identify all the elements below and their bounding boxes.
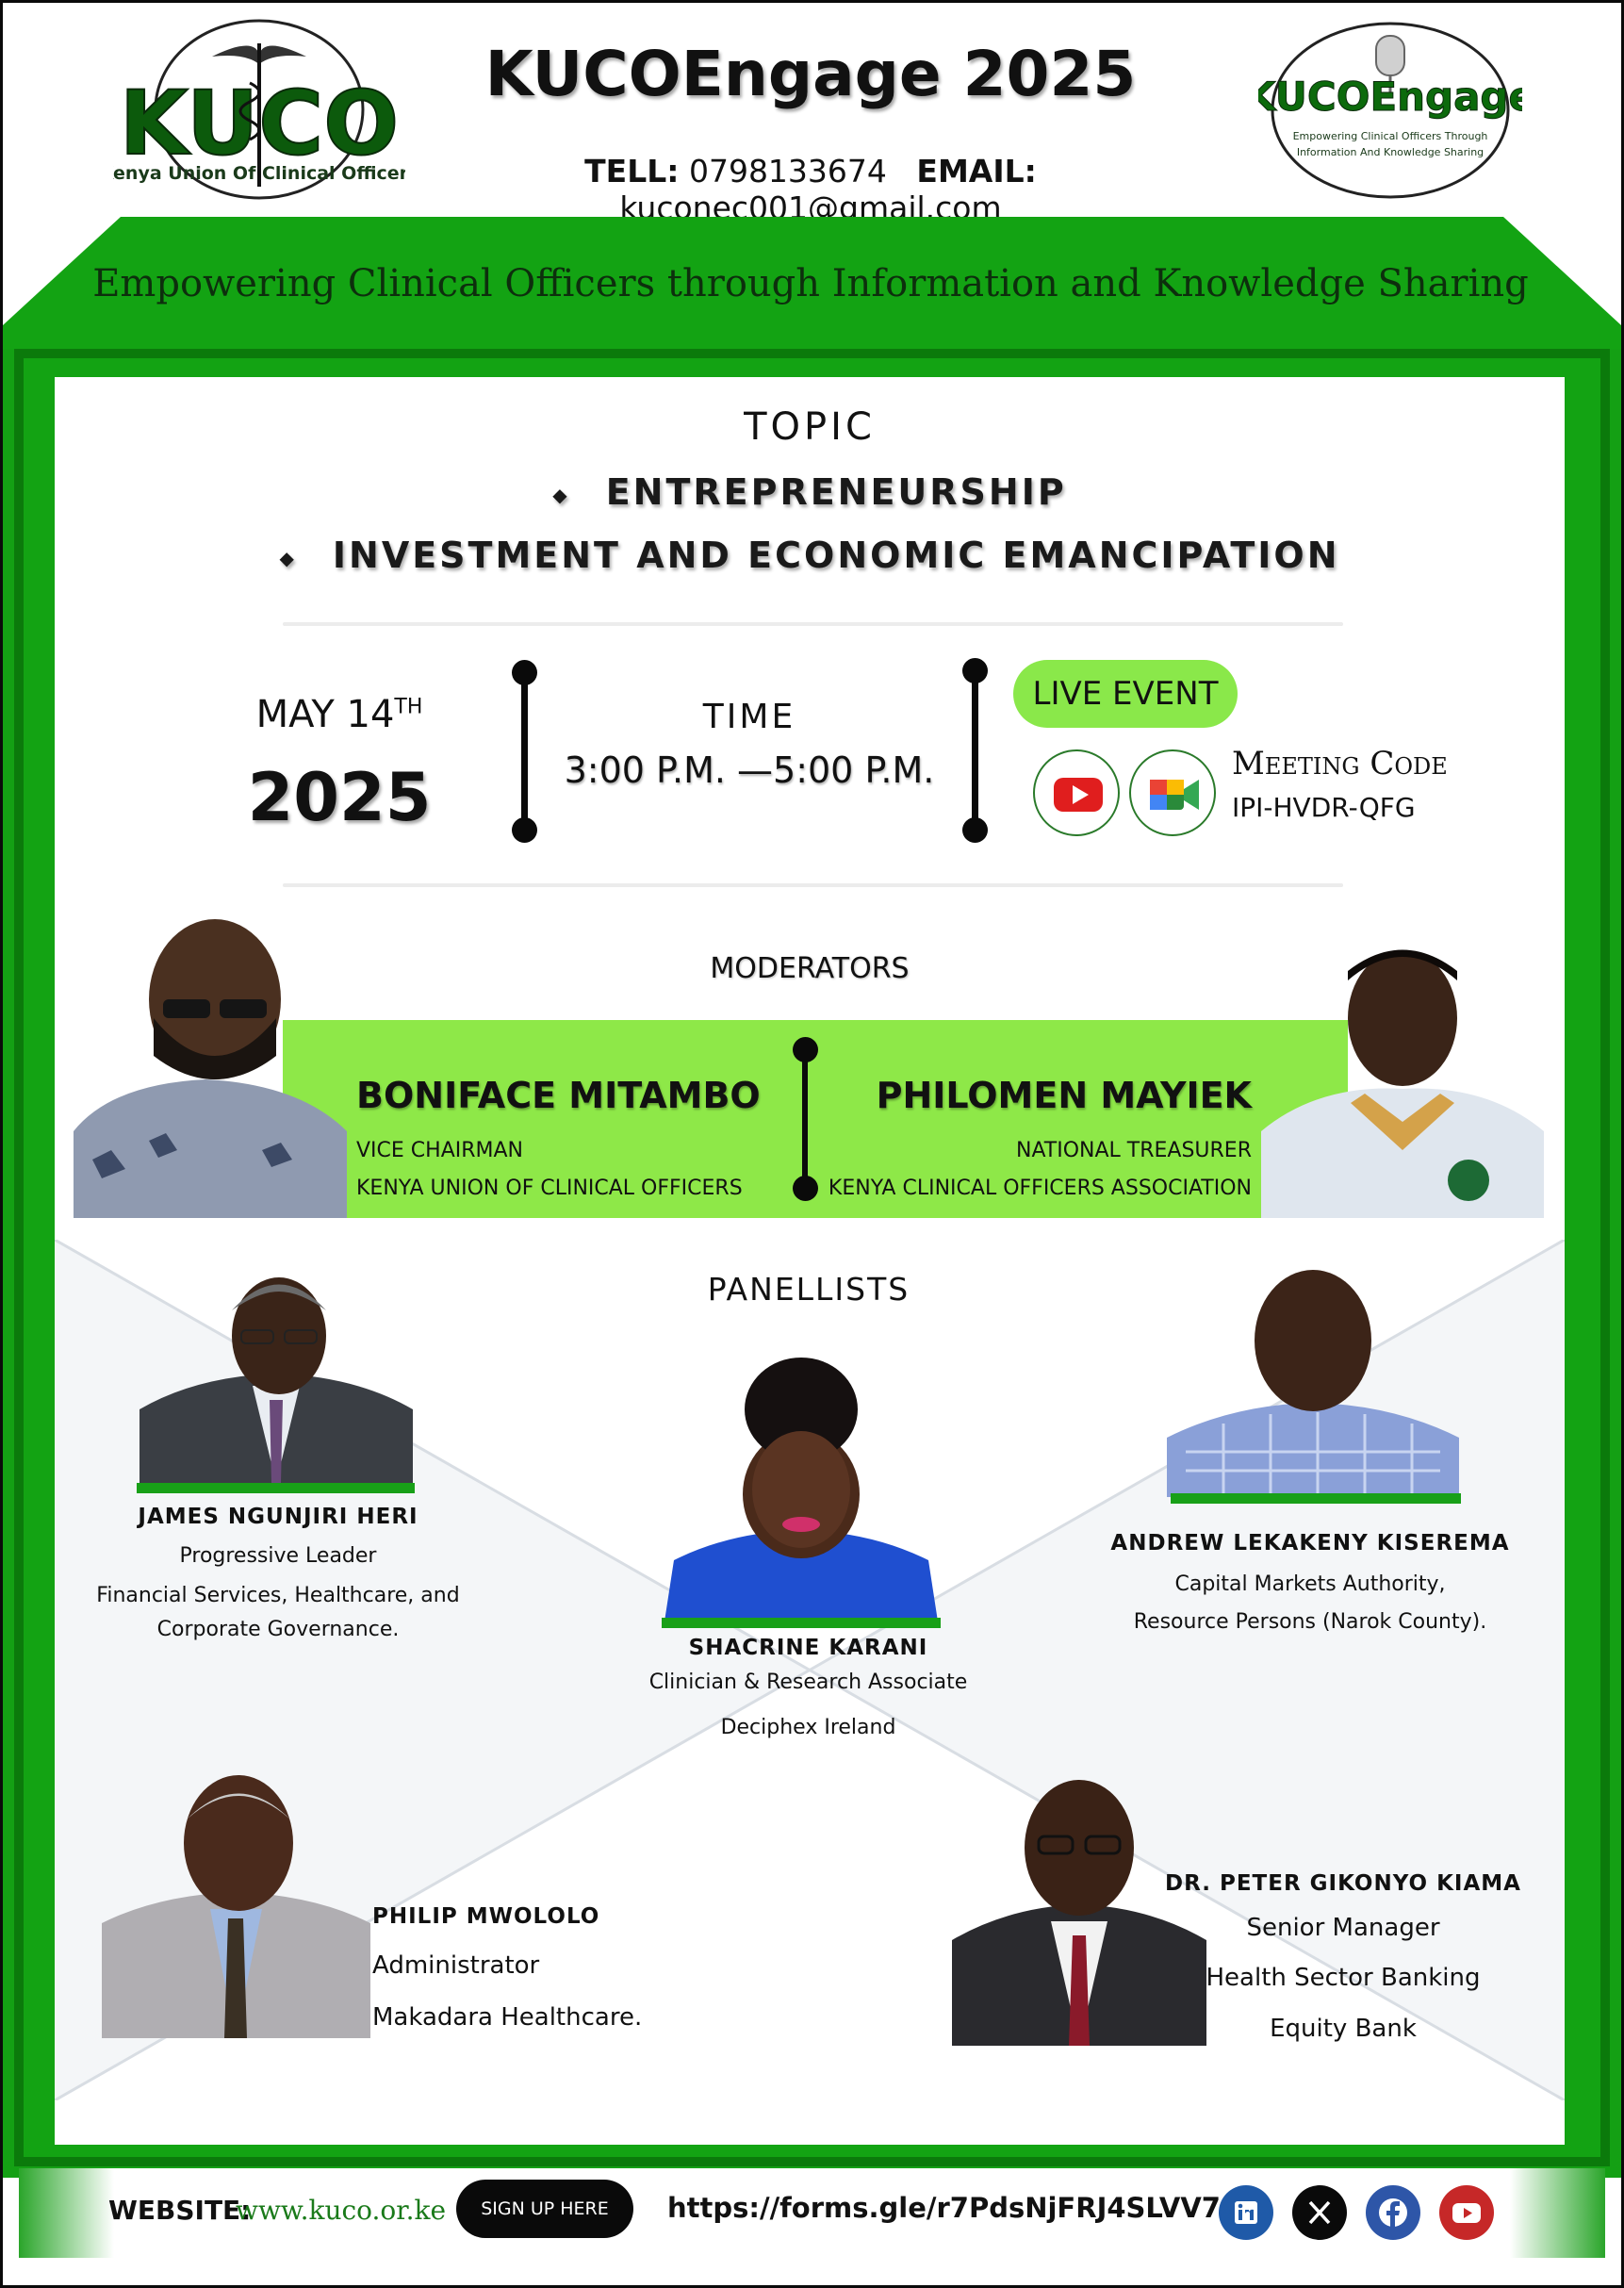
signup-form-link[interactable]: https://forms.gle/r7PdsNjFRJ4SLVV79 bbox=[667, 2192, 1240, 2224]
moderator-org: KENYA CLINICAL OFFICERS ASSOCIATION bbox=[828, 1177, 1252, 1200]
topic-item: ◆INVESTMENT AND ECONOMIC EMANCIPATION bbox=[279, 535, 1340, 576]
panellist-detail: Makadara Healthcare. bbox=[372, 2003, 643, 2032]
tagline: Empowering Clinical Officers through Inf… bbox=[92, 262, 1529, 305]
kuco-logo: KUCO Kenya Union Of Clinical Officers bbox=[113, 19, 405, 200]
moderator-photo-boniface bbox=[74, 914, 347, 1218]
moderators-heading: MODERATORS bbox=[710, 952, 910, 985]
tell-label: TELL: bbox=[584, 153, 680, 189]
panellist-photo-andrew bbox=[1167, 1263, 1459, 1497]
event-date: MAY 14TH bbox=[255, 693, 423, 736]
website-link[interactable]: www.kuco.or.ke bbox=[236, 2195, 447, 2226]
separator-bar bbox=[512, 660, 537, 843]
tagline-banner bbox=[3, 217, 1621, 368]
x-icon[interactable] bbox=[1292, 2185, 1347, 2240]
facebook-icon[interactable] bbox=[1366, 2185, 1420, 2240]
email-label: EMAIL: bbox=[916, 153, 1037, 189]
time-range: 3:00 P.M. —5:00 P.M. bbox=[564, 749, 935, 791]
panellist-detail: Corporate Governance. bbox=[156, 1618, 400, 1641]
moderator-name: PHILOMEN MAYIEK bbox=[876, 1075, 1252, 1116]
linkedin-icon[interactable] bbox=[1219, 2185, 1273, 2240]
separator-bar bbox=[962, 658, 988, 843]
time-label: TIME bbox=[702, 698, 796, 736]
google-meet-icon[interactable] bbox=[1129, 749, 1216, 836]
live-event-badge: LIVE EVENT bbox=[1013, 660, 1238, 728]
panellist-detail: Administrator bbox=[372, 1951, 540, 1980]
moderator-role: NATIONAL TREASURER bbox=[1015, 1139, 1252, 1162]
panellist-detail: Progressive Leader bbox=[179, 1544, 377, 1568]
panellists-heading: PANELLISTS bbox=[696, 1259, 922, 1321]
panellist-detail: Financial Services, Healthcare, and bbox=[96, 1584, 460, 1607]
panellist-name: DR. PETER GIKONYO KIAMA bbox=[1165, 1871, 1521, 1896]
moderator-photo-philomen bbox=[1261, 933, 1544, 1218]
meeting-code-label: Meeting Code bbox=[1232, 745, 1448, 782]
panellist-detail: Resource Persons (Narok County). bbox=[1133, 1610, 1487, 1634]
accent-line bbox=[1171, 1493, 1461, 1504]
divider bbox=[283, 883, 1343, 887]
topic-item: ◆ENTREPRENEURSHIP bbox=[552, 471, 1067, 513]
svg-text:KUCOEngage: KUCOEngage bbox=[1258, 74, 1522, 120]
svg-text:Kenya Union Of Clinical Office: Kenya Union Of Clinical Officers bbox=[113, 163, 405, 184]
svg-text:Information And Knowledge Shar: Information And Knowledge Sharing bbox=[1297, 146, 1484, 158]
moderator-name: BONIFACE MITAMBO bbox=[356, 1075, 761, 1116]
panellist-detail: Capital Markets Authority, bbox=[1174, 1572, 1446, 1596]
contact-line: TELL: 0798133674 EMAIL: kuconec001@gmail… bbox=[415, 153, 1206, 226]
panellist-photo-james bbox=[139, 1268, 413, 1483]
event-year: 2025 bbox=[247, 759, 432, 836]
panellist-detail: Equity Bank bbox=[1270, 2015, 1417, 2043]
youtube-icon[interactable] bbox=[1439, 2185, 1494, 2240]
event-title: KUCOEngage 2025 bbox=[484, 38, 1137, 110]
divider bbox=[283, 622, 1343, 626]
panellist-detail: Health Sector Banking bbox=[1206, 1964, 1481, 1992]
panellist-name: SHACRINE KARANI bbox=[688, 1636, 928, 1660]
phone-number: 0798133674 bbox=[688, 153, 887, 189]
panellist-photo-peter bbox=[952, 1770, 1206, 2046]
youtube-icon[interactable] bbox=[1033, 749, 1120, 836]
moderator-role: VICE CHAIRMAN bbox=[356, 1139, 524, 1162]
panellist-name: ANDREW LEKAKENY KISEREMA bbox=[1110, 1531, 1510, 1556]
panellist-name: PHILIP MWOLOLO bbox=[372, 1904, 600, 1929]
panellist-detail: Deciphex Ireland bbox=[720, 1716, 896, 1739]
accent-line bbox=[662, 1618, 941, 1628]
panellist-photo-shacrine bbox=[664, 1353, 938, 1621]
panellist-photo-philip bbox=[102, 1768, 370, 2038]
topic-heading: TOPIC bbox=[744, 405, 876, 449]
website-label: WEBSITE: bbox=[108, 2195, 252, 2226]
moderator-org: KENYA UNION OF CLINICAL OFFICERS bbox=[356, 1177, 743, 1200]
sign-up-button[interactable]: SIGN UP HERE bbox=[456, 2180, 633, 2238]
panellist-detail: Senior Manager bbox=[1246, 1914, 1440, 1942]
meeting-code: IPI-HVDR-QFG bbox=[1232, 792, 1416, 823]
kucoengage-logo: KUCOEngage Empowering Clinical Officers … bbox=[1258, 22, 1522, 199]
panellist-name: JAMES NGUNJIRI HERI bbox=[138, 1505, 418, 1529]
svg-text:Empowering Clinical Officers T: Empowering Clinical Officers Through bbox=[1293, 130, 1488, 142]
panellist-detail: Clinician & Research Associate bbox=[648, 1671, 968, 1694]
separator-bar bbox=[793, 1037, 818, 1201]
accent-line bbox=[137, 1483, 415, 1493]
